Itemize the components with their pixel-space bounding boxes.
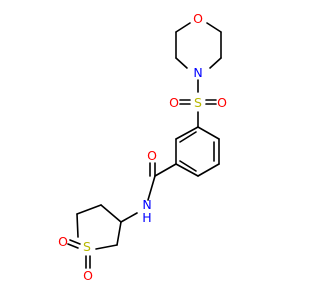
amide-bond (147, 175, 156, 201)
sulfonyl-oxygen-left-label: O (169, 95, 179, 110)
ring-sulfone-oxygen-bottom-label: O (83, 268, 93, 283)
amide-nitrogen-label: N (142, 197, 151, 212)
benzene-carbonyl-bond (154, 163, 177, 177)
amide-hydrogen-label: H (142, 210, 151, 225)
ring-sulfur-label: S (83, 239, 91, 254)
sulfonyl-oxygen-right-label: O (217, 95, 227, 110)
ring-sulfone-oxygen-left-label: O (58, 234, 68, 249)
sulfonyl-double-bonds (179, 99, 217, 105)
ring-so-double-bonds (67, 239, 91, 269)
sulfonyl-sulfur-label: S (194, 95, 202, 110)
sulfolane-ring (76, 204, 122, 250)
morpholine-nitrogen-label: N (193, 65, 202, 80)
morpholine-oxygen-label: O (193, 11, 203, 26)
morpholine-ring (175, 22, 222, 69)
carbonyl-oxygen-label: O (147, 148, 157, 163)
benzene-ring (175, 126, 220, 177)
molecule-structure: O N S O O O N H S O O (58, 11, 227, 283)
carbonyl-double-bond (149, 162, 156, 177)
n-ring-bond (120, 212, 138, 223)
